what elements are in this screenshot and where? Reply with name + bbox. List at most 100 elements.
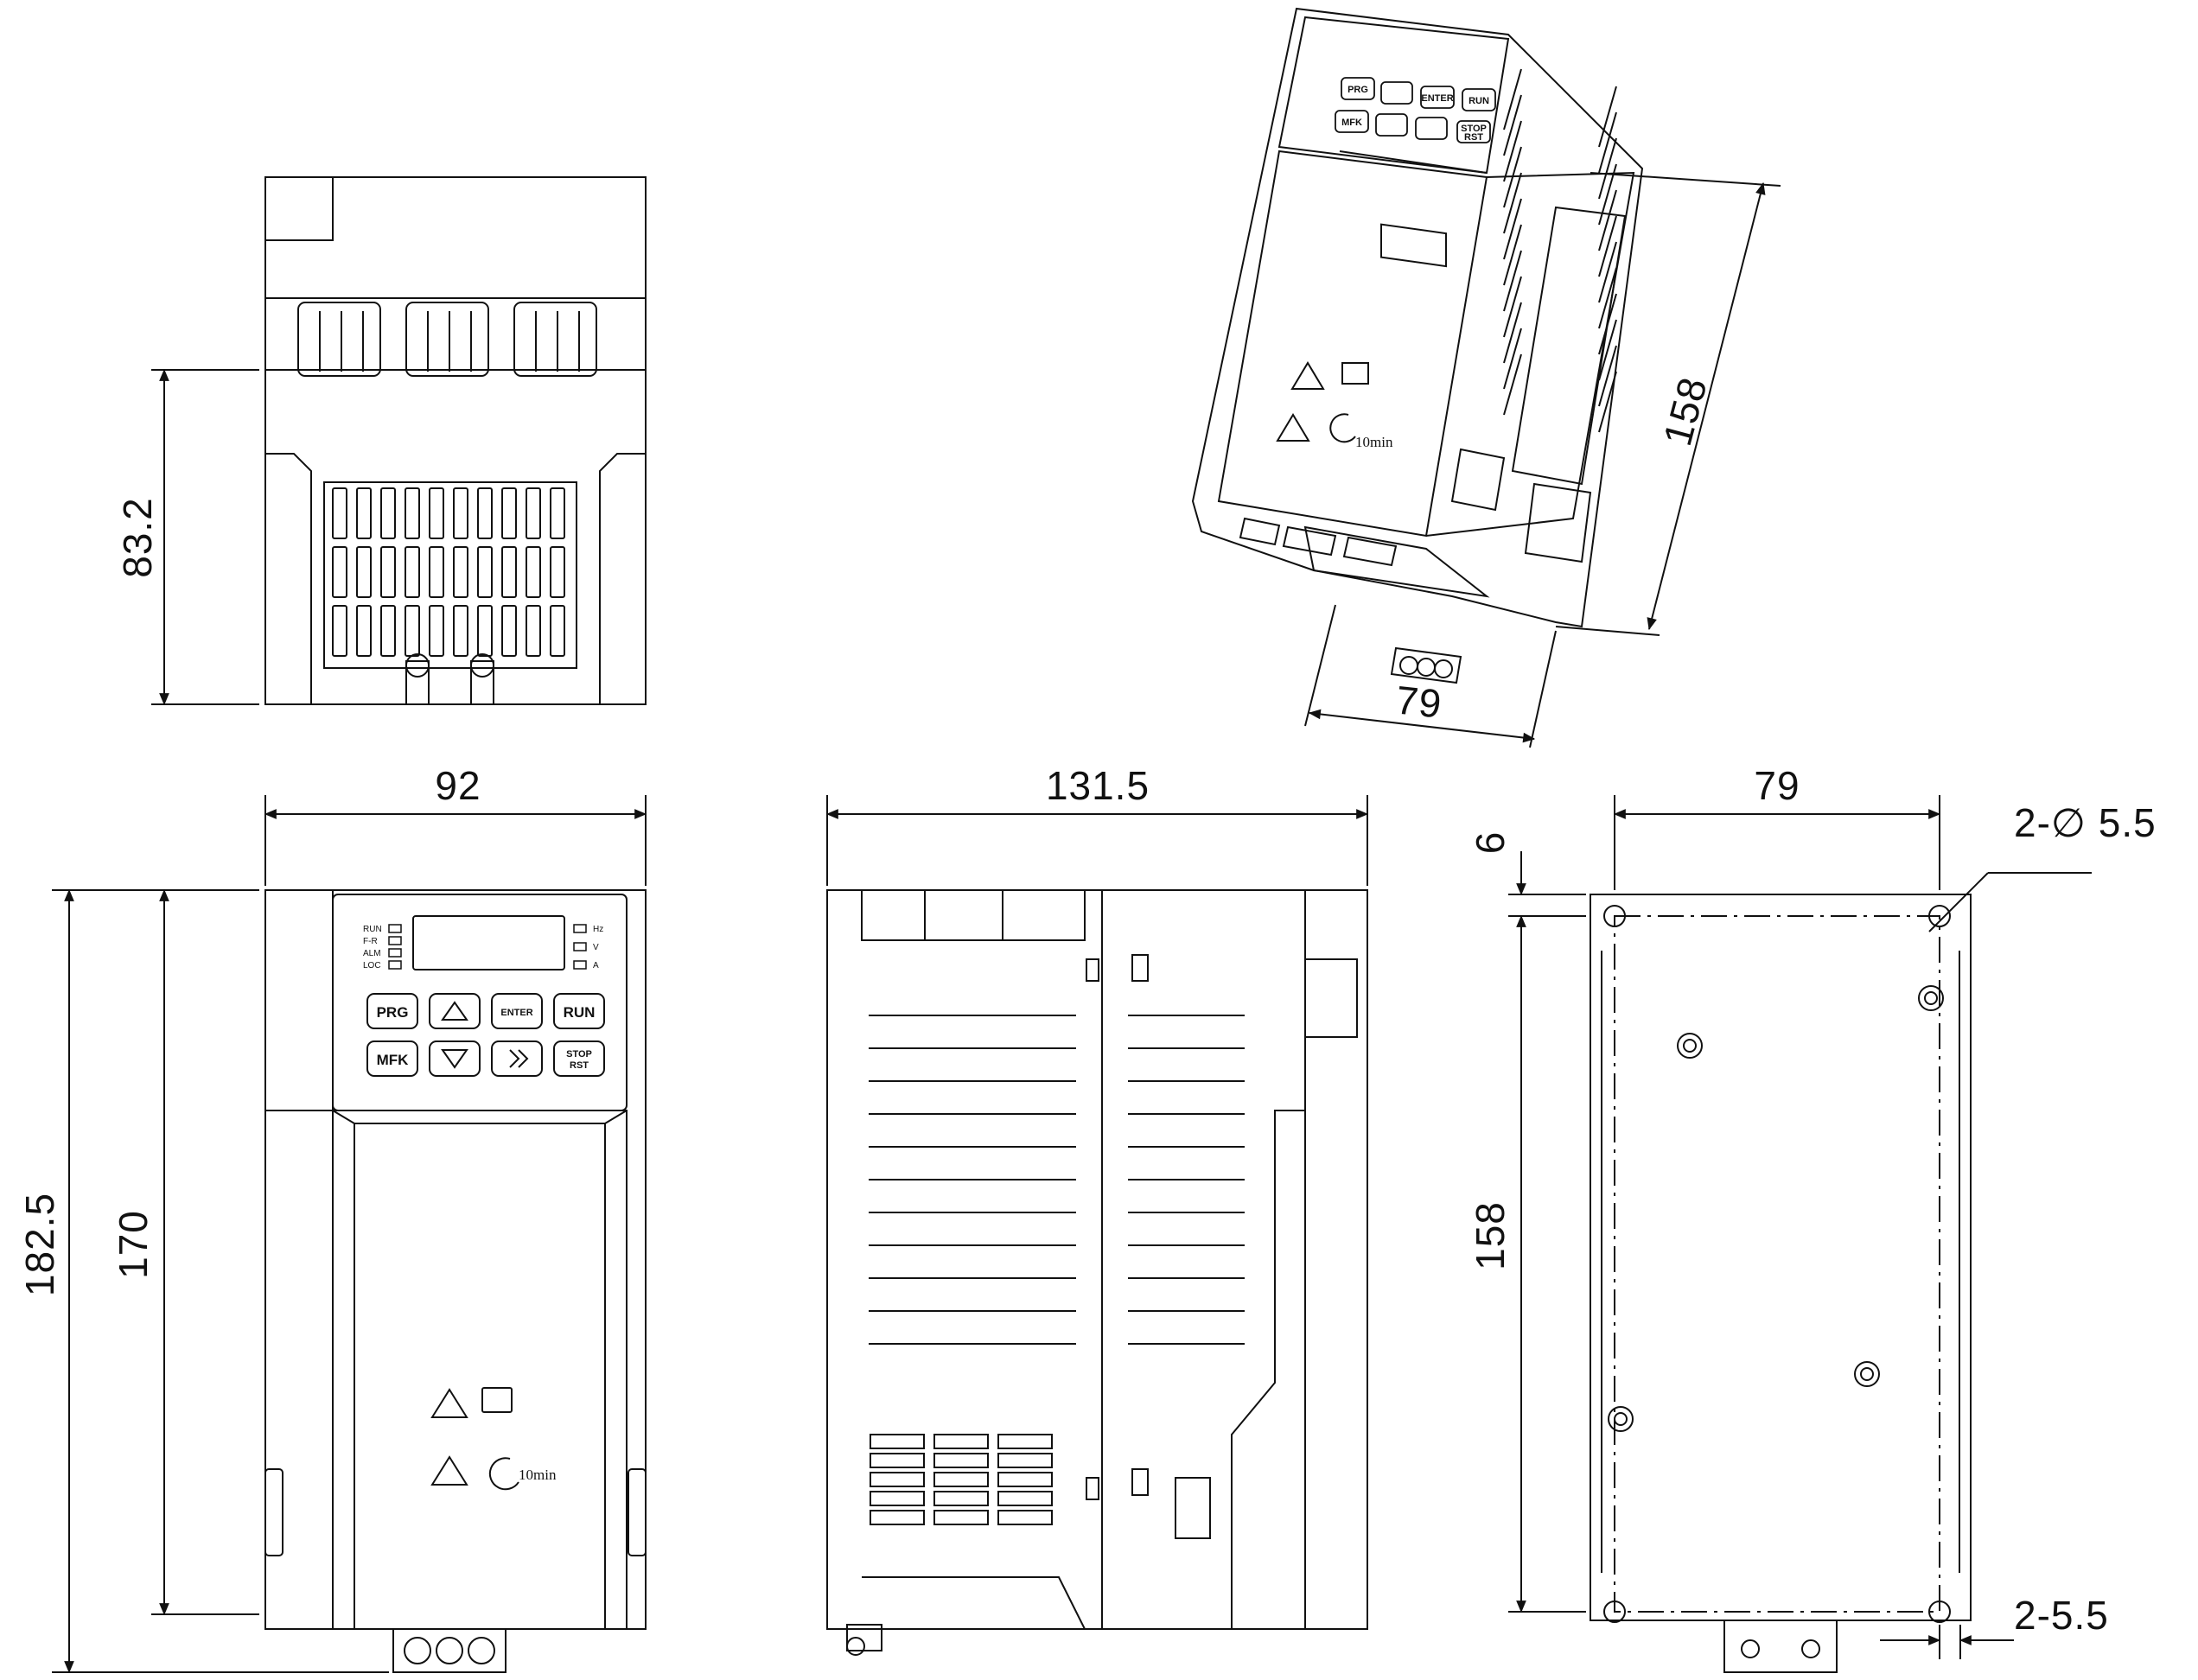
vent-grid bbox=[323, 481, 577, 669]
vent-slot bbox=[380, 546, 396, 598]
side-vent-slots bbox=[869, 1015, 1245, 1525]
indicator-alm-label: ALM bbox=[363, 949, 381, 958]
iso-dim-158-label: 158 bbox=[1654, 372, 1716, 450]
enter-key-label: ENTER bbox=[500, 1008, 532, 1018]
rst-key-label: RST bbox=[570, 1060, 589, 1071]
shift-key[interactable] bbox=[491, 1040, 543, 1077]
iso-shift-key[interactable] bbox=[1415, 117, 1448, 140]
vent-slot bbox=[429, 605, 444, 657]
iso-enter-key[interactable] bbox=[1420, 86, 1455, 109]
indicator-run-label: RUN bbox=[363, 925, 382, 934]
iso-enter-label: ENTER bbox=[1421, 93, 1453, 104]
side-view bbox=[826, 889, 1368, 1656]
vent-slot bbox=[405, 487, 420, 539]
iso-display-window bbox=[1380, 223, 1447, 268]
terminal-block bbox=[297, 302, 597, 377]
dim-182-5-label: 182.5 bbox=[17, 1193, 62, 1296]
up-key[interactable] bbox=[429, 993, 481, 1029]
iso-timer-icon bbox=[1329, 413, 1356, 443]
back-dimension-lines bbox=[1508, 795, 2092, 1659]
top-view bbox=[264, 176, 647, 705]
back-view bbox=[1590, 894, 1972, 1673]
down-key[interactable] bbox=[429, 1040, 481, 1077]
vent-slot bbox=[405, 546, 420, 598]
stop-key-label: STOP bbox=[566, 1049, 592, 1060]
down-arrow-icon bbox=[441, 1049, 468, 1069]
front-discharge-time: 10min bbox=[519, 1467, 557, 1483]
run-key-label: RUN bbox=[564, 1004, 596, 1021]
iso-mfk-key[interactable] bbox=[1335, 110, 1369, 133]
iso-stop-rst-key[interactable] bbox=[1456, 120, 1491, 143]
vent-slot bbox=[501, 546, 517, 598]
prg-key[interactable] bbox=[366, 993, 418, 1029]
iso-caution-icon bbox=[1290, 361, 1325, 390]
dim-6-label: 6 bbox=[1468, 831, 1513, 855]
vent-slot bbox=[356, 546, 372, 598]
vent-slot bbox=[477, 546, 493, 598]
iso-down-key[interactable] bbox=[1375, 113, 1408, 137]
vent-slot bbox=[526, 487, 541, 539]
ground-terminal-plate bbox=[392, 1628, 506, 1673]
iso-discharge-time: 10min bbox=[1355, 434, 1393, 450]
vent-slot bbox=[356, 605, 372, 657]
dim-92-label: 92 bbox=[435, 763, 481, 808]
display-window bbox=[412, 915, 565, 970]
iso-front-cover bbox=[1217, 150, 1488, 538]
vent-slot bbox=[453, 605, 468, 657]
isometric-view bbox=[1191, 7, 1644, 684]
vent-slot bbox=[501, 605, 517, 657]
stop-rst-key[interactable] bbox=[553, 1040, 605, 1077]
timer-icon bbox=[488, 1457, 519, 1491]
vent-slot bbox=[429, 487, 444, 539]
dim-131-5-label: 131.5 bbox=[1046, 763, 1150, 808]
front-cover bbox=[332, 1110, 628, 1630]
prg-key-label: PRG bbox=[377, 1004, 409, 1021]
iso-rst-label: RST bbox=[1464, 132, 1483, 143]
iso-prg-key[interactable] bbox=[1341, 77, 1375, 100]
indicator-v-label: V bbox=[593, 943, 599, 952]
dim-83-2-label: 83.2 bbox=[115, 497, 160, 578]
slot-spec-label: 2-5.5 bbox=[2014, 1593, 2109, 1638]
dimension-83-2 bbox=[151, 368, 259, 706]
iso-run-label: RUN bbox=[1469, 96, 1489, 106]
shock-triangle-icon bbox=[430, 1455, 468, 1486]
dim-170-label: 170 bbox=[111, 1210, 156, 1279]
caution-triangle-icon bbox=[430, 1388, 468, 1418]
up-arrow-icon bbox=[441, 1001, 468, 1021]
hole-spec-label: 2-∅ 5.5 bbox=[2014, 800, 2157, 845]
iso-prg-label: PRG bbox=[1347, 85, 1368, 95]
vent-slot bbox=[477, 487, 493, 539]
mfk-key-label: MFK bbox=[377, 1052, 410, 1068]
iso-mfk-label: MFK bbox=[1341, 118, 1362, 128]
indicator-a-label: A bbox=[593, 961, 599, 970]
iso-key-labels: PRG ENTER RUN MFK STOP RST bbox=[1341, 85, 1489, 143]
vent-slot bbox=[550, 487, 565, 539]
iso-dimension-lines bbox=[1304, 172, 1781, 748]
run-key[interactable] bbox=[553, 993, 605, 1029]
manual-icon bbox=[481, 1387, 513, 1413]
indicator-fr-label: F-R bbox=[363, 937, 378, 946]
iso-stop-label: STOP bbox=[1461, 124, 1487, 134]
front-keypad bbox=[366, 993, 605, 1077]
iso-up-key[interactable] bbox=[1380, 81, 1413, 105]
vent-slot bbox=[405, 605, 420, 657]
indicator-loc-label: LOC bbox=[363, 961, 381, 970]
vent-slot bbox=[453, 546, 468, 598]
iso-run-key[interactable] bbox=[1462, 88, 1496, 111]
iso-shock-icon bbox=[1276, 413, 1310, 442]
side-dimension-lines bbox=[825, 795, 1369, 886]
front-view bbox=[264, 889, 647, 1673]
indicator-hz-label: Hz bbox=[593, 925, 603, 934]
mfk-key[interactable] bbox=[366, 1040, 418, 1077]
iso-dim-79-label: 79 bbox=[1394, 677, 1444, 726]
iso-manual-icon bbox=[1341, 362, 1369, 385]
vent-slot bbox=[332, 487, 347, 539]
vent-slot bbox=[332, 605, 347, 657]
vent-slot bbox=[380, 487, 396, 539]
vent-slot bbox=[526, 605, 541, 657]
vent-slot bbox=[332, 546, 347, 598]
enter-key[interactable] bbox=[491, 993, 543, 1029]
vent-slot bbox=[356, 487, 372, 539]
front-indicators: RUN F-R ALM LOC Hz V A bbox=[363, 924, 603, 970]
vent-slot bbox=[380, 605, 396, 657]
